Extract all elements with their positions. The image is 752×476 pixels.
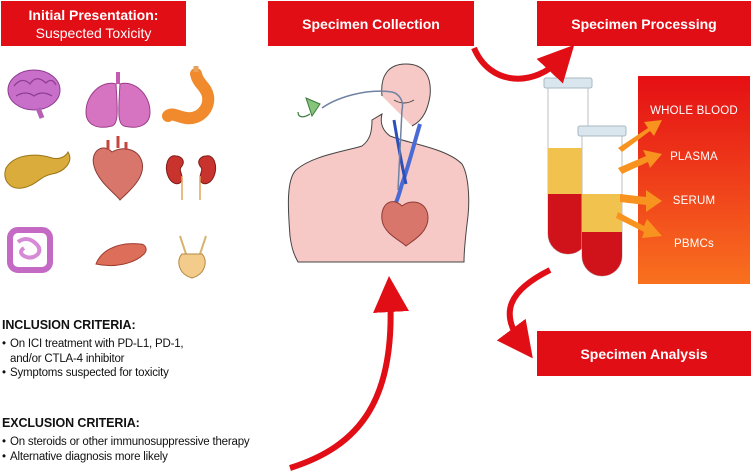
inclusion-criteria: INCLUSION CRITERIA: On ICI treatment wit… bbox=[2, 318, 302, 381]
lungs-icon bbox=[85, 72, 151, 128]
inclusion-item: Symptoms suspected for toxicity bbox=[2, 366, 302, 381]
brain-icon bbox=[7, 69, 61, 119]
bladder-icon bbox=[178, 235, 207, 279]
specimen-type-pbmcs: PBMCs bbox=[674, 238, 714, 250]
specimen-type-whole-blood: WHOLE BLOOD bbox=[650, 105, 738, 117]
pancreas-icon bbox=[4, 150, 71, 189]
intestines-icon bbox=[7, 227, 53, 273]
initial-presentation-box: Initial Presentation: Suspected Toxicity bbox=[1, 1, 186, 46]
arrow-to-serum bbox=[620, 190, 662, 212]
orange-arrows bbox=[616, 120, 662, 238]
test-tube-right bbox=[577, 125, 627, 277]
arrow-criteria-to-collection bbox=[289, 276, 409, 471]
inclusion-item: On ICI treatment with PD-L1, PD-1, and/o… bbox=[2, 337, 210, 366]
torso-illustration bbox=[287, 63, 470, 263]
arrow-processing-to-analysis bbox=[496, 267, 552, 359]
kidneys-icon bbox=[165, 155, 217, 200]
initial-presentation-subtitle: Suspected Toxicity bbox=[35, 24, 152, 41]
specimen-type-serum: SERUM bbox=[672, 195, 716, 207]
inclusion-list: On ICI treatment with PD-L1, PD-1, and/o… bbox=[2, 337, 302, 381]
initial-presentation-title: Initial Presentation: bbox=[28, 6, 159, 23]
arrow-to-whole-blood bbox=[618, 120, 662, 152]
specimen-types-panel: WHOLE BLOOD PLASMA SERUM PBMCs bbox=[638, 76, 750, 284]
exclusion-item: On steroids or other immunosuppressive t… bbox=[2, 435, 312, 450]
exclusion-criteria: EXCLUSION CRITERIA: On steroids or other… bbox=[2, 416, 312, 464]
specimen-processing-label: Specimen Processing bbox=[571, 15, 717, 32]
specimen-collection-box: Specimen Collection bbox=[268, 1, 474, 46]
liver-icon bbox=[95, 243, 147, 267]
heart-icon bbox=[92, 136, 144, 201]
arrow-to-pbmcs bbox=[616, 212, 662, 238]
specimen-analysis-label: Specimen Analysis bbox=[580, 345, 708, 362]
specimen-analysis-box: Specimen Analysis bbox=[537, 331, 751, 376]
specimen-type-plasma: PLASMA bbox=[670, 151, 718, 163]
stomach-icon bbox=[162, 66, 215, 125]
arrow-collection-to-processing bbox=[471, 44, 575, 84]
inclusion-heading: INCLUSION CRITERIA: bbox=[2, 318, 136, 332]
specimen-collection-label: Specimen Collection bbox=[302, 15, 440, 32]
exclusion-list: On steroids or other immunosuppressive t… bbox=[2, 435, 312, 464]
exclusion-heading: EXCLUSION CRITERIA: bbox=[2, 416, 140, 430]
arrow-to-plasma bbox=[618, 150, 662, 174]
specimen-processing-box: Specimen Processing bbox=[537, 1, 751, 46]
exclusion-item: Alternative diagnosis more likely bbox=[2, 450, 312, 465]
